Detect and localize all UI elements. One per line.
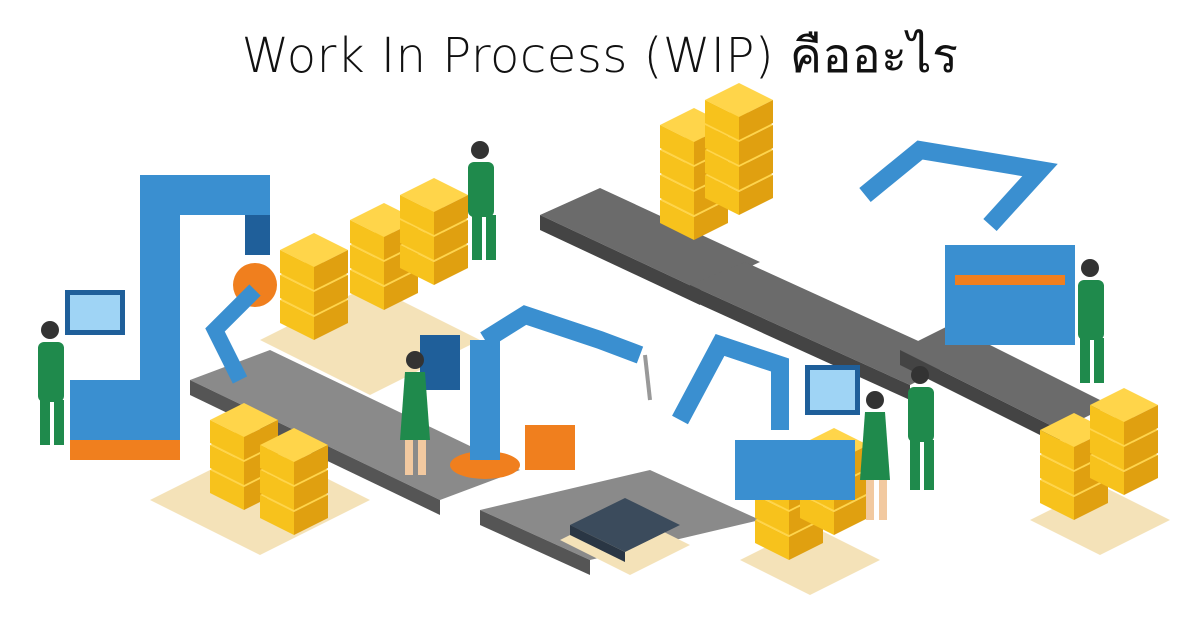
- conveyor-belt-right: [900, 325, 1110, 445]
- page-title: Work In Process (WIP) คืออะไร: [241, 28, 959, 84]
- pallet-stack-bottom-center: [740, 428, 880, 595]
- worker-center: [400, 351, 430, 475]
- metal-plates-stack: [560, 498, 690, 575]
- control-panel-center: [420, 335, 575, 470]
- robot-arm-center: [450, 305, 652, 479]
- control-panel-right: [735, 365, 860, 500]
- control-panel-left: [65, 290, 180, 460]
- robot-arm-right: [859, 140, 1075, 345]
- worker-right-male: [908, 366, 934, 490]
- pallet-stack-right: [1030, 388, 1170, 555]
- worker-right-female: [860, 391, 890, 520]
- worker-left: [38, 321, 64, 445]
- robot-arm-center-right: [672, 334, 789, 430]
- pallet-stack-top: [660, 83, 773, 240]
- worker-far-right: [1078, 259, 1104, 383]
- pallet-stack-left: [150, 403, 370, 555]
- conveyor-belt-top: [540, 188, 960, 400]
- worker-top: [468, 141, 496, 260]
